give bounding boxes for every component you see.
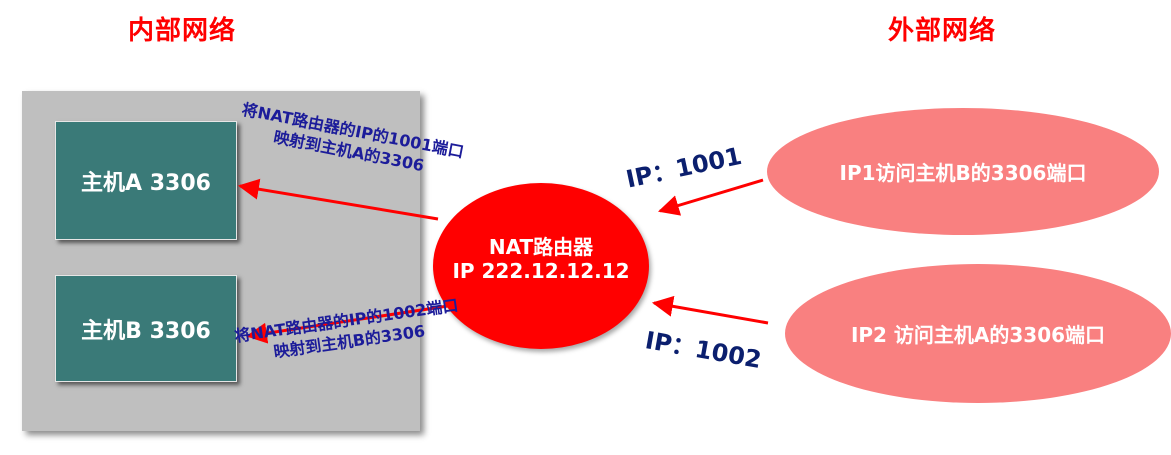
external-network-heading: 外部网络 [888,16,997,46]
arrow-router-to-host-b [245,304,449,344]
host-b-label: 主机B 3306 [81,318,211,344]
arrow-ip2-to-router [651,295,769,325]
router-name: NAT路由器 [488,235,594,259]
nat-router-node[interactable]: NAT路由器 IP 222.12.12.12 [433,183,649,349]
arrow-ip1-to-router [657,178,764,216]
host-a-label: 主机A 3306 [81,170,211,196]
host-b-box[interactable]: 主机B 3306 [55,275,237,382]
host-a-box[interactable]: 主机A 3306 [55,121,237,240]
router-ip: IP 222.12.12.12 [452,259,630,283]
external-client-ip2[interactable]: IP2 访问主机A的3306端口 [785,264,1171,403]
external-client-ip2-label: IP2 访问主机A的3306端口 [850,323,1106,347]
internal-network-heading: 内部网络 [128,16,237,46]
arrow-router-to-host-a [237,178,439,221]
external-client-ip1[interactable]: IP1访问主机B的3306端口 [767,108,1159,235]
external-client-ip1-label: IP1访问主机B的3306端口 [839,161,1087,185]
